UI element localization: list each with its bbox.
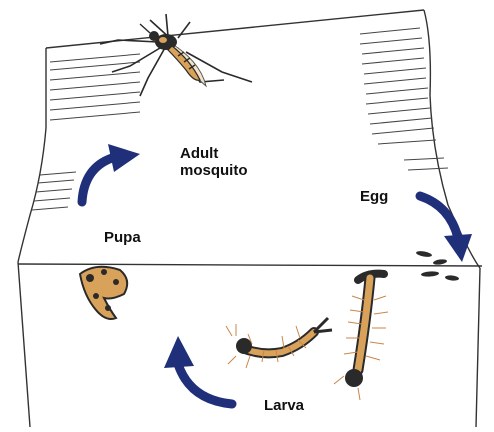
water-surface-line [18,264,482,266]
adult-mosquito-label: Adult mosquito [180,145,290,180]
pupa-icon [80,267,127,319]
larva-icon [226,318,332,368]
larva-icon [334,274,388,400]
egg-label: Egg [360,188,388,205]
cycle-arrow-icon [164,336,232,404]
adult-label-line1: Adult [180,145,290,162]
jar-threads [32,28,448,210]
pupa-label: Pupa [104,229,141,246]
adult-label-line2: mosquito [180,162,290,179]
jar-outline [18,10,480,427]
cycle-arrow-icon [82,144,140,202]
larva-label: Larva [264,397,304,414]
cycle-arrow-icon [420,196,472,262]
